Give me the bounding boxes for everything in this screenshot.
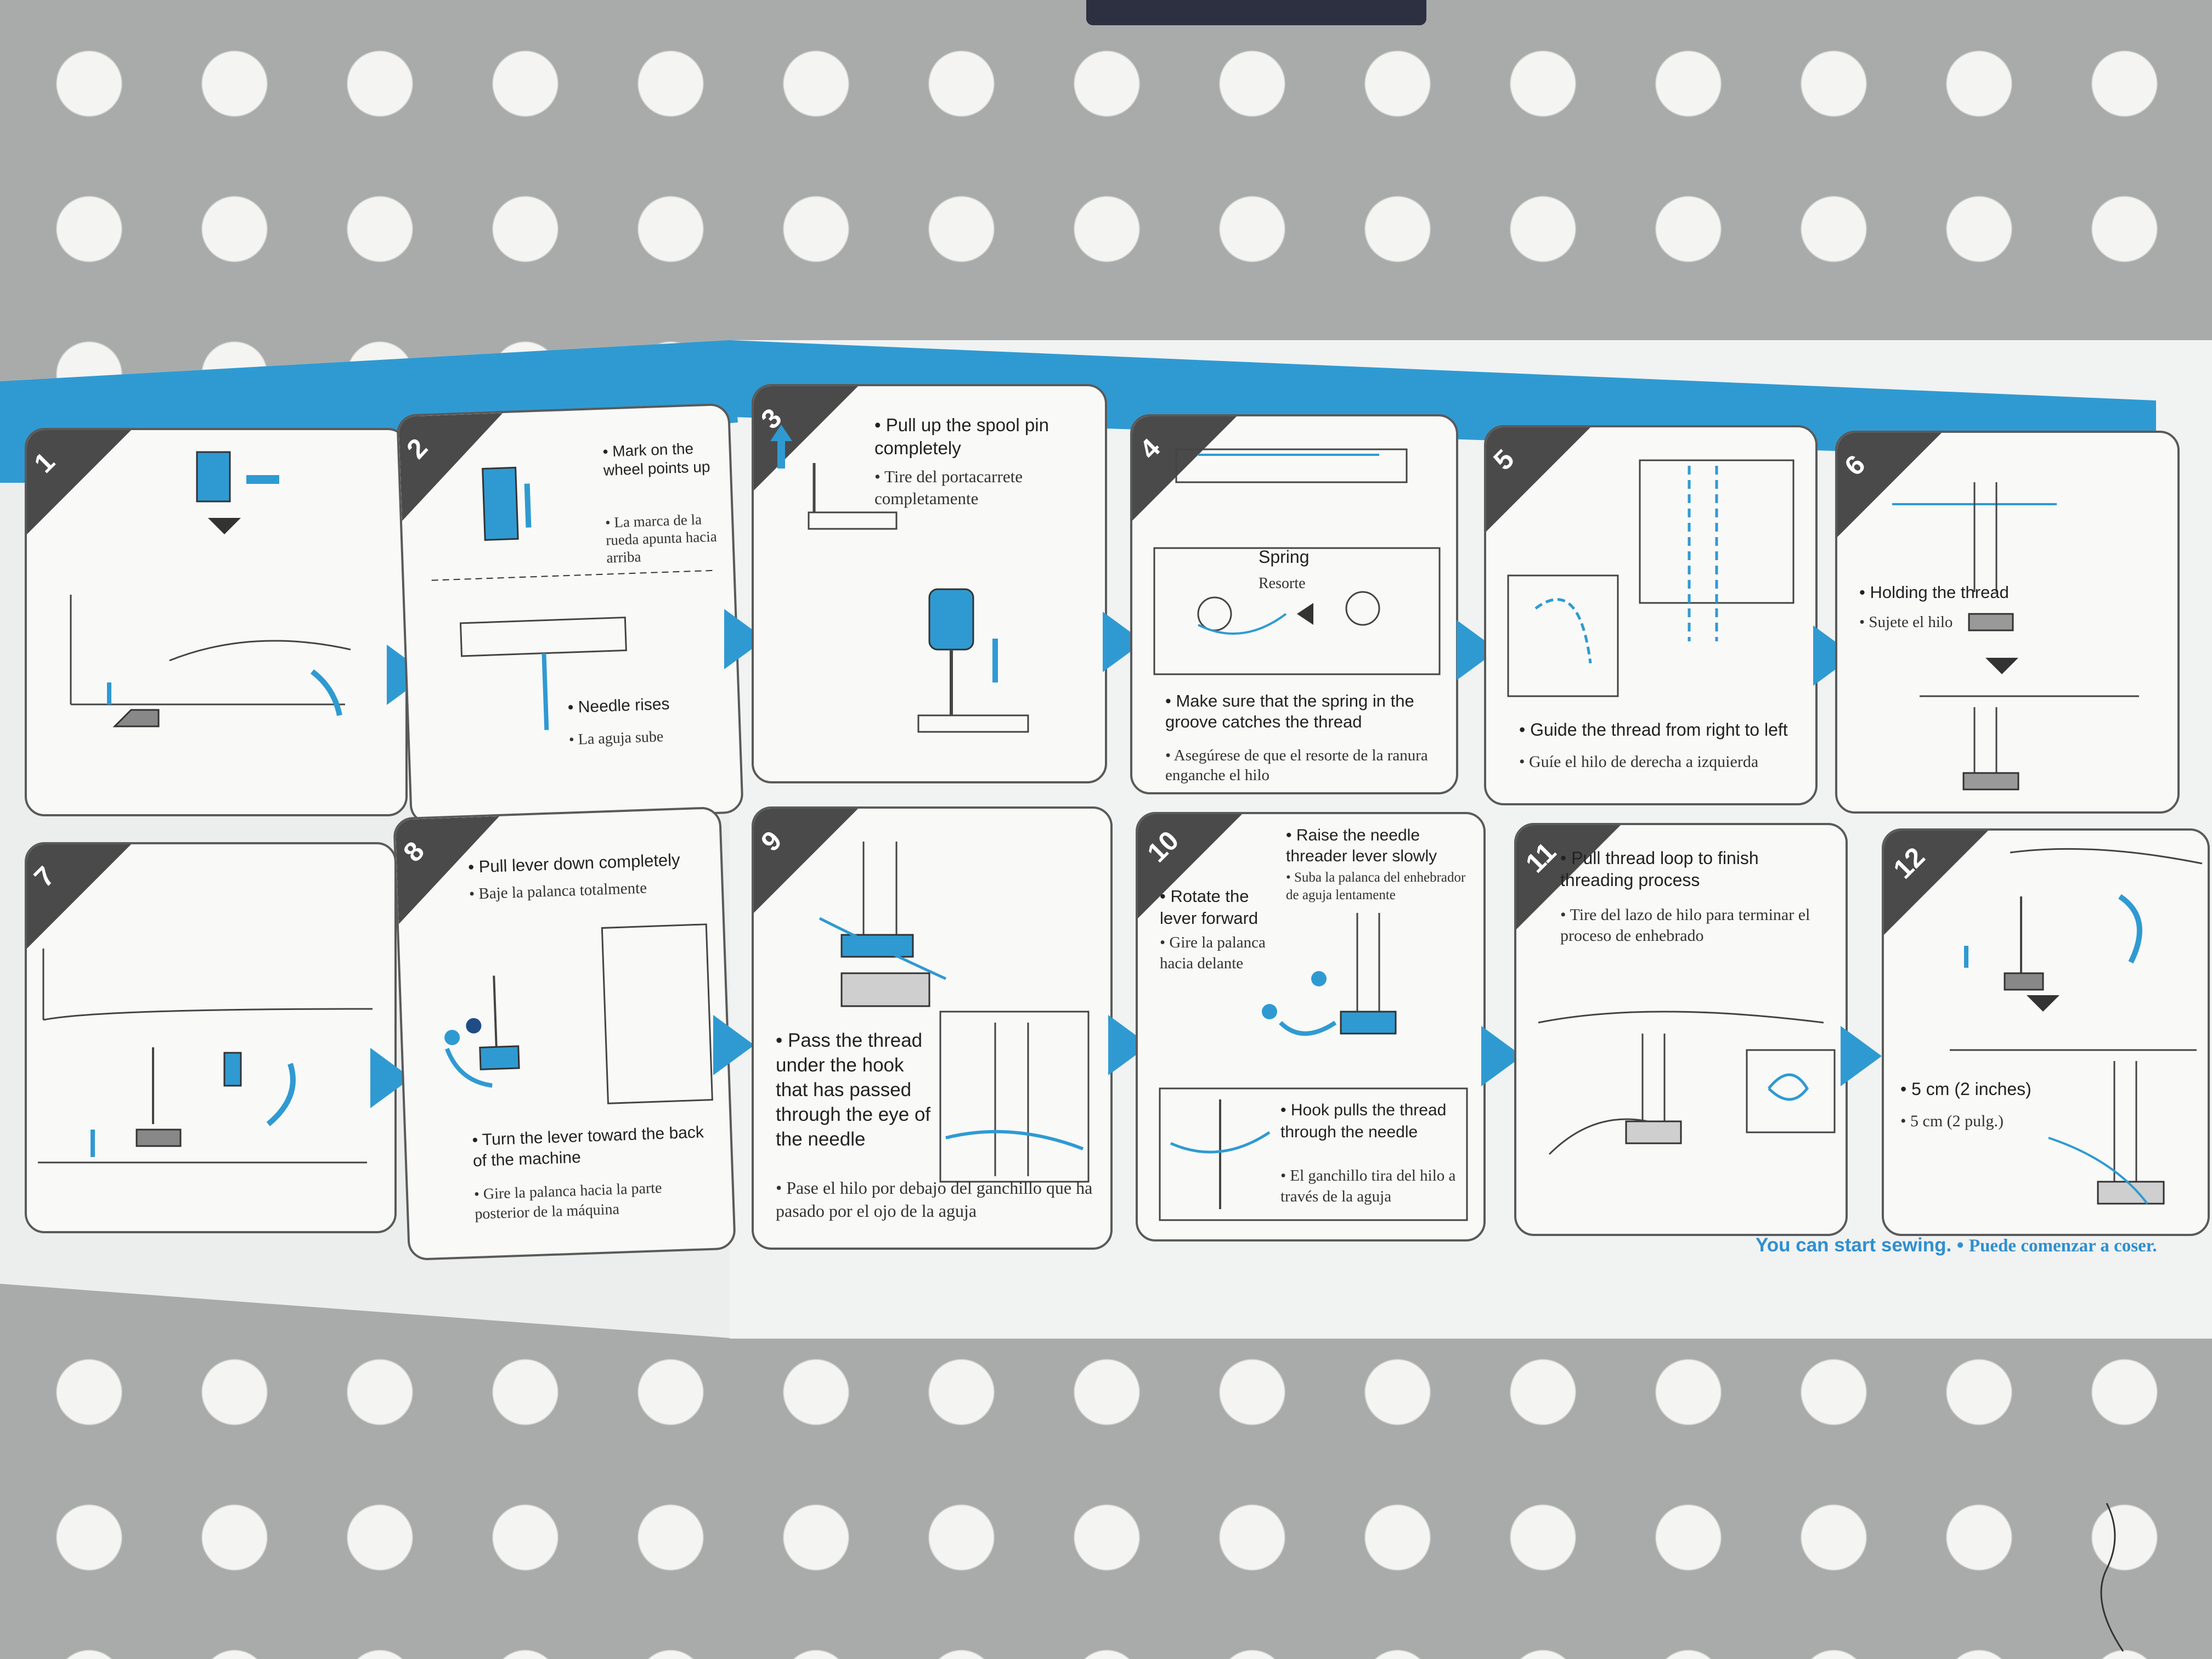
step-9-en-text: • Pass the thread under the hook that ha… xyxy=(776,1030,931,1150)
raise-presser-foot-illustration xyxy=(1950,848,2203,1205)
step-10-es-text: • Suba la palanca del enhebrador de aguj… xyxy=(1286,870,1466,902)
step-6-panel: 6 • Holding the thread • Sujete el hilo xyxy=(1835,431,2180,814)
step-7-panel: 7 xyxy=(25,842,397,1233)
raise-threader-lever-illustration xyxy=(1159,913,1468,1221)
step-11-en-text: • Pull thread loop to finish threading p… xyxy=(1560,848,1759,890)
footer-es: Puede comenzar a coser. xyxy=(1968,1236,2157,1256)
step-3-en-text: • Pull up the spool pin completely xyxy=(874,415,1049,458)
step-4-en-text: • Make sure that the spring in the groov… xyxy=(1165,691,1414,731)
step-9-es-text: • Pase el hilo por debajo del ganchillo … xyxy=(776,1178,1093,1221)
spool-pin-illustration xyxy=(770,425,1029,733)
step-6-es-text: • Sujete el hilo xyxy=(1859,613,1953,631)
resorte-label: Resorte xyxy=(1259,575,1306,592)
step-11-es-text: • Tire del lazo de hilo para terminar el… xyxy=(1560,906,1810,945)
step-1-panel: 1 xyxy=(25,428,408,816)
step-6-en-text: • Holding the thread xyxy=(1859,583,2009,602)
step-2-en-text: • Mark on the wheel points up xyxy=(602,439,710,479)
step-10-es-text-2: • Gire la palanca hacia delante xyxy=(1160,934,1266,972)
footer-en: You can start sewing. xyxy=(1756,1234,1952,1256)
next-step-arrow xyxy=(713,1015,754,1075)
step-4-es-text: • Asegúrese de que el resorte de la ranu… xyxy=(1165,747,1428,784)
step-11-panel: 11 • Pull thread loop to finish threadin… xyxy=(1514,823,1848,1236)
step-10-en-text: • Raise the needle threader lever slowly xyxy=(1286,826,1437,865)
step-8-en-text-2: • Turn the lever toward the back of the … xyxy=(472,1123,704,1170)
step-12-es-text: • 5 cm (2 pulg.) xyxy=(1900,1112,2004,1130)
step-2-es-text: • La marca de la rueda apunta hacia arri… xyxy=(605,511,718,566)
next-step-arrow xyxy=(1841,1026,1882,1086)
step-8-es-text-2: • Gire la palanca hacia la parte posteri… xyxy=(473,1179,662,1223)
spring-label: Spring xyxy=(1259,547,1310,567)
step-12-panel: 12 • 5 cm (2 inches) • 5 cm (2 pulg.) xyxy=(1882,828,2210,1236)
step-10-en-text-2: • Rotate the lever forward xyxy=(1160,887,1259,928)
pen-object xyxy=(1086,0,1426,25)
presser-foot-illustration xyxy=(1892,482,2139,791)
needle-threader-lever-illustration xyxy=(444,923,713,1104)
pull-thread-loop-illustration xyxy=(1538,1011,1836,1155)
footer-separator: • xyxy=(1951,1234,1969,1256)
step-5-panel: 5 • Guide the thread from right to left … xyxy=(1484,425,1818,805)
step-5-es-text: • Guíe el hilo de derecha a izquierda xyxy=(1519,753,1759,771)
power-switch-illustration xyxy=(70,451,351,727)
step-4-panel: 4 Spring Resorte • Make sure that the sp… xyxy=(1130,414,1458,794)
thread-guide-illustration xyxy=(1153,448,1441,675)
step-2-panel: 2 • Mark on the wheel points up • La mar… xyxy=(396,403,744,825)
step-12-en-text: • 5 cm (2 inches) xyxy=(1900,1079,2032,1099)
step-5-en-text: • Guide the thread from right to left xyxy=(1519,720,1788,740)
step-3-panel: 3 • Pull up the spool pin completely • T… xyxy=(752,384,1107,783)
handwheel-illustration xyxy=(431,466,717,730)
take-up-lever-illustration xyxy=(1507,459,1795,697)
lower-presser-foot-illustration xyxy=(38,949,373,1164)
step-3-es-text: • Tire del portacarrete completamente xyxy=(874,467,1023,508)
step-9-panel: 9 • Pass the thread under the hook that … xyxy=(752,806,1113,1250)
thread-under-hook-illustration xyxy=(819,842,1090,1183)
step-10-en-text-3: • Hook pulls the thread through the need… xyxy=(1280,1101,1447,1141)
loose-thread xyxy=(2100,1503,2124,1652)
step-10-panel: 10 • Raise the needle threader lever slo… xyxy=(1136,812,1486,1242)
footer-message: You can start sewing. • Puede comenzar a… xyxy=(1756,1234,2157,1256)
step-8-panel: 8 • Pull lever down completely • Baje la… xyxy=(393,806,736,1261)
step-10-es-text-3: • El ganchillo tira del hilo a través de… xyxy=(1280,1167,1456,1205)
